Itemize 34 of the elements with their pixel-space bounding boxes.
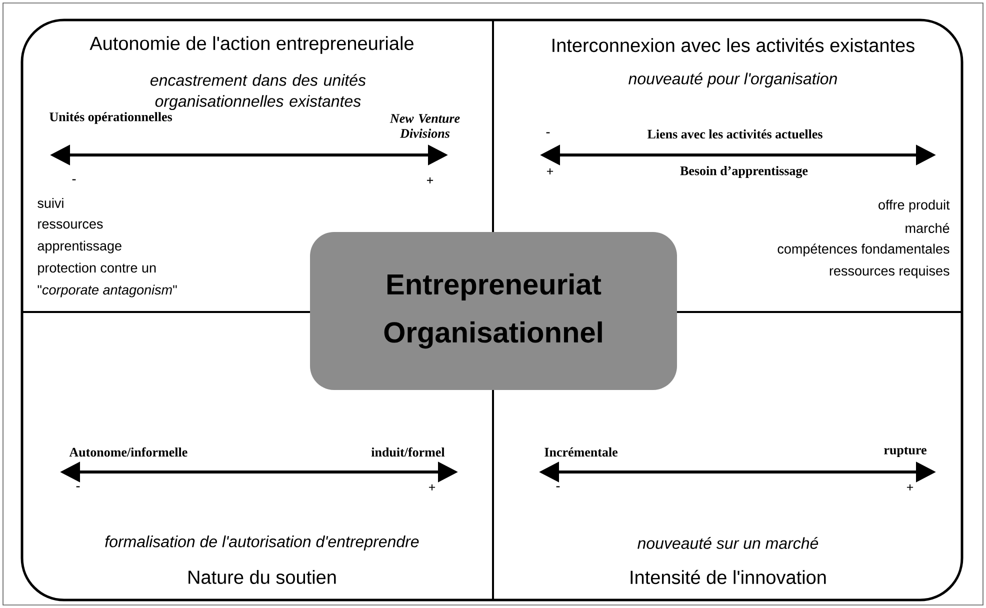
subtitle: encastrement dans des unités organisationnelles existantes [150,74,366,110]
list-item: "corporate antagonism" [38,284,177,298]
scale-sign: + [429,484,436,490]
scale-label: Besoin d’apprentissage [680,166,808,178]
subtitle: nouveauté pour l'organisation [628,72,837,88]
subtitle: nouveauté sur un marché [638,537,818,549]
heading: Autonomie de l'action entrepreneuriale [90,36,414,54]
heading: Intensité de l'innovation [630,570,826,584]
list-item: protection contre un [38,262,156,276]
scale-label: Incrémentale [544,447,618,457]
scale-label: New Venture Divisions [390,114,460,138]
scale-sign: - [546,132,550,134]
scale-sign: - [72,179,76,180]
scale-sign: + [906,484,914,490]
scale-label: rupture [884,446,926,458]
list-item: marché [906,222,950,234]
center-box: Entrepreneuriat Organisationnel [310,232,677,390]
list-item: ressources [38,221,103,229]
list-item: compétences fondamentales [778,244,950,256]
scale-label: induit/formel [371,447,445,457]
list-item: suivi [38,198,64,208]
scale-sign: + [547,168,554,174]
scale-label: Liens avec les activités actuelles [648,129,822,139]
list-item: ressources requises [830,266,950,278]
scale-label: Autonome/informelle [69,447,188,457]
scale-sign: - [76,486,80,488]
heading: Nature du soutien [188,570,336,584]
scale-label: Unités opérationnelles [50,112,172,124]
list-item: apprentissage [38,240,122,254]
list-item: offre produit [878,200,950,212]
scale-sign: - [556,486,560,488]
heading: Interconnexion avec les activités existantes [552,38,914,52]
scale-sign: + [427,177,434,184]
subtitle: formalisation de l'autorisation d'entreprendre [105,536,419,550]
